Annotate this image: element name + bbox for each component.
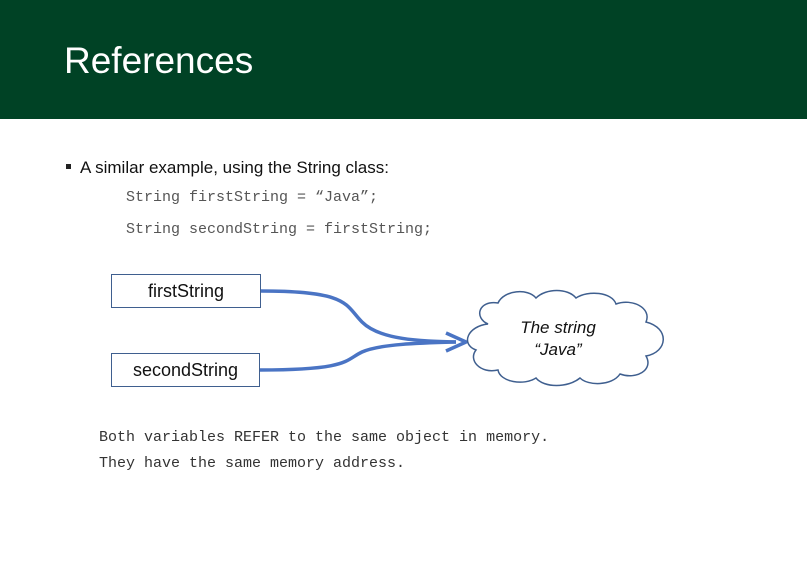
code-line-1: String firstString = “Java”;	[126, 189, 379, 206]
note-line-1: Both variables REFER to the same object …	[99, 429, 550, 446]
second-string-box: secondString	[111, 353, 260, 387]
cloud-label-line-1: The string	[520, 318, 596, 337]
slide-header: References	[0, 0, 807, 119]
arrow-from-first-string	[260, 289, 457, 344]
cloud-label: The string “Java”	[494, 317, 622, 361]
note-line-2: They have the same memory address.	[99, 455, 406, 472]
code-line-2: String secondString = firstString;	[126, 221, 433, 238]
slide-title: References	[64, 40, 254, 81]
square-bullet-icon	[66, 164, 71, 170]
arrow-head-icon	[445, 331, 468, 353]
arrow-from-second-string	[259, 340, 457, 372]
cloud-label-line-2: “Java”	[534, 340, 582, 359]
bullet-item: A similar example, using the String clas…	[66, 157, 389, 179]
bullet-text: A similar example, using the String clas…	[80, 158, 389, 177]
cloud-shape	[466, 289, 664, 387]
first-string-box: firstString	[111, 274, 261, 308]
